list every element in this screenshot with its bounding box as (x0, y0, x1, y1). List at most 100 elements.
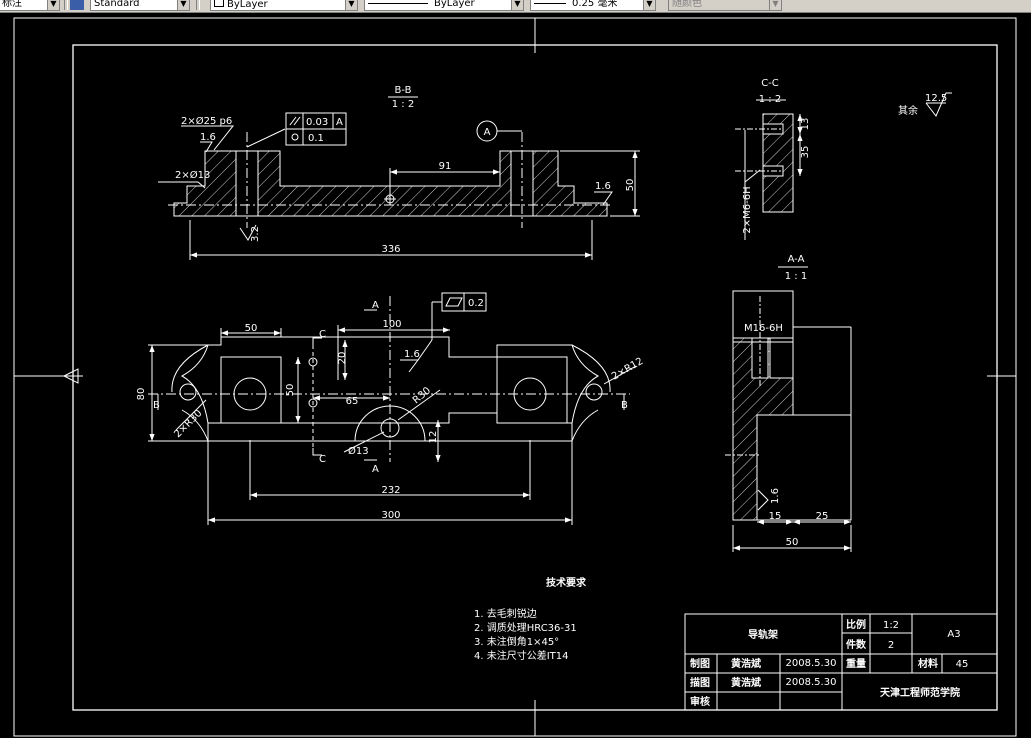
tb-school: 天津工程师范学院 (880, 686, 960, 699)
tb-drawn-name: 黄浩斌 (731, 657, 761, 670)
properties-toolbar: 标注 ▼ Standard ▼ ByLayer ▼ ByLayer ▼ 0.25… (0, 0, 1031, 13)
section-c-bottom: C (319, 454, 326, 465)
dim-50-vertical: 50 (285, 384, 296, 397)
tb-material-label: 材料 (918, 657, 938, 670)
section-bb-scale: 1 : 2 (392, 99, 414, 110)
dim-2r12: 2×R12 (610, 356, 645, 383)
chevron-down-icon[interactable]: ▼ (177, 0, 189, 10)
rough-16-front: 1.6 (404, 349, 420, 360)
tb-check-label: 审核 (690, 695, 710, 708)
rest-surface-value: 12.5 (925, 93, 947, 104)
section-a-bottom: A (372, 464, 379, 475)
section-aa-view (725, 266, 852, 552)
dim-50: 50 (245, 323, 258, 334)
cc-dim-13: 13 (800, 118, 811, 131)
parallel-datum: A (336, 117, 343, 128)
tb-scale-label: 比例 (846, 618, 866, 631)
title-block (684, 613, 998, 711)
dim-100: 100 (382, 319, 401, 330)
chevron-down-icon[interactable]: ▼ (511, 0, 523, 10)
dim-300: 300 (381, 510, 400, 521)
toolbar-separator (64, 0, 68, 10)
section-cc-label: C-C (761, 78, 779, 89)
chevron-down-icon[interactable]: ▼ (643, 0, 655, 10)
tb-drawn-label: 制图 (690, 657, 710, 670)
datum-a-label: A (484, 127, 491, 138)
lineweight-value: 0.25 毫米 (572, 0, 618, 9)
rough-16a: 1.6 (200, 132, 216, 143)
rough-32: 3.2 (250, 226, 261, 242)
parallel-value: 0.03 (306, 117, 328, 128)
tech-requirements-title: 技术要求 (546, 576, 587, 589)
linetype-value: ByLayer (434, 0, 475, 9)
cc-thread: 2×M6-6H (742, 186, 753, 233)
dim-height-50: 50 (625, 179, 636, 192)
linetype-dropdown[interactable]: ByLayer ▼ (364, 0, 524, 11)
annotation-dropdown[interactable]: 标注 ▼ (0, 0, 60, 11)
tb-traced-date: 2008.5.30 (786, 677, 837, 688)
section-bb-view (158, 96, 640, 260)
cc-dim-35: 35 (800, 146, 811, 159)
cad-drawing-canvas[interactable]: B-B 1 : 2 C-C 1 : 2 A-A 1 : 1 其余 12.5 A … (0, 12, 1031, 738)
chevron-down-icon[interactable]: ▼ (769, 0, 781, 10)
annotation-label: 标注 (2, 0, 22, 9)
tb-weight-label: 重量 (846, 657, 866, 670)
tb-traced-label: 描图 (690, 676, 710, 689)
tb-drawn-date: 2008.5.30 (786, 658, 837, 669)
tech-requirement-4: 4. 未注尺寸公差IT14 (474, 649, 569, 662)
color-layer-value: ByLayer (227, 0, 268, 10)
plan-view (148, 292, 637, 525)
section-c-top: C (319, 329, 326, 340)
dim-91: 91 (439, 161, 452, 172)
dim-hole-13: Ø13 (348, 445, 369, 457)
lineweight-sample (534, 2, 566, 4)
tech-requirement-2: 2. 调质处理HRC36-31 (474, 622, 577, 634)
section-cc-scale: 1 : 2 (759, 94, 781, 105)
section-cc-view (735, 99, 803, 240)
color-swatch-icon (214, 0, 224, 7)
dim-hole-fit: 2×Ø25 p6 (181, 115, 232, 127)
dim-232: 232 (381, 485, 400, 496)
dim-12: 12 (428, 431, 439, 444)
toolbar-separator (196, 0, 200, 10)
plot-style-dropdown[interactable]: 随颜色 ▼ (668, 0, 782, 11)
section-b-right: B (621, 400, 628, 411)
tb-count-value: 2 (888, 640, 894, 651)
tb-traced-name: 黄浩斌 (731, 676, 761, 689)
section-aa-scale: 1 : 1 (785, 271, 807, 282)
chevron-down-icon[interactable]: ▼ (47, 0, 59, 10)
text-style-icon[interactable] (70, 0, 84, 10)
lineweight-dropdown[interactable]: 0.25 毫米 ▼ (530, 0, 656, 11)
dim-small-hole: 2×Ø13 (175, 169, 210, 181)
color-dropdown[interactable]: ByLayer ▼ (210, 0, 358, 11)
section-aa-label: A-A (788, 254, 805, 265)
roughness-symbol-icon (925, 92, 952, 117)
chevron-down-icon[interactable]: ▼ (345, 0, 357, 10)
rough-16b: 1.6 (595, 181, 611, 192)
tech-requirement-3: 3. 未注倒角1×45° (474, 635, 559, 648)
tb-sheet-size: A3 (947, 629, 960, 640)
tb-scale-value: 1:2 (883, 620, 899, 631)
dim-336: 336 (381, 244, 400, 255)
linetype-sample (368, 2, 428, 4)
rest-surface-label: 其余 (898, 104, 918, 117)
aa-dim-50: 50 (786, 537, 799, 548)
aa-dim-15: 15 (769, 511, 782, 522)
centering-marks (14, 18, 1016, 736)
tb-material-value: 45 (956, 659, 969, 670)
section-a-top: A (372, 300, 379, 311)
tb-count-label: 件数 (846, 638, 867, 651)
text-style-dropdown[interactable]: Standard ▼ (90, 0, 190, 11)
aa-thread: M16-6H (744, 323, 783, 334)
plot-style-value: 随颜色 (672, 0, 702, 9)
tech-requirement-1: 1. 去毛刺锐边 (474, 607, 537, 620)
tb-part-name: 导轨架 (748, 628, 778, 641)
text-style-value: Standard (94, 0, 140, 9)
section-bb-label: B-B (395, 85, 412, 96)
position-value: 0.1 (308, 133, 324, 144)
dim-80: 80 (136, 388, 147, 401)
dim-2r30: 2×R30 (172, 408, 204, 440)
aa-dim-25: 25 (816, 511, 829, 522)
dim-20: 20 (337, 352, 348, 365)
section-b-left: B (153, 400, 160, 411)
